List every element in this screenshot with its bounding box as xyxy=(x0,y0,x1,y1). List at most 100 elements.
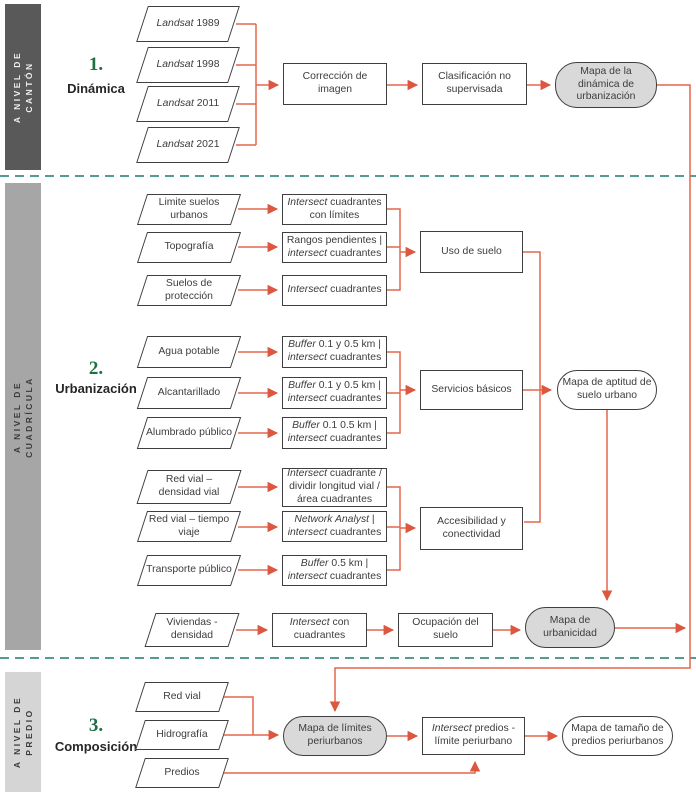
node-label: Buffer 0.5 km | intersect cuadrantes xyxy=(287,557,382,582)
node-label: Agua potable xyxy=(158,345,220,357)
node-label: Limite suelos urbanos xyxy=(158,196,220,221)
node-label: Accesibilidad y conectividad xyxy=(437,515,506,540)
process-uso-de-suelo: Uso de suelo xyxy=(420,231,523,273)
section-title-dinamica: Dinámica xyxy=(67,81,125,96)
wire-uso-collector xyxy=(387,208,401,291)
section-title-composicion: Composición xyxy=(54,739,138,754)
process-correccion-imagen: Corrección de imagen xyxy=(283,63,387,105)
node-label: Landsat 1998 xyxy=(156,58,220,70)
node-label: Predios xyxy=(164,766,200,778)
node-label: Red vial xyxy=(163,690,201,702)
process-buffer-alcantarillado: Buffer 0.1 y 0.5 km | intersect cuadrant… xyxy=(282,377,387,409)
input-landsat-2021: Landsat 2021 xyxy=(142,127,234,163)
sidebar-line: CANTÓN xyxy=(24,61,34,113)
process-accesibilidad: Accesibilidad y conectividad xyxy=(420,507,523,550)
sidebar-line: PREDIO xyxy=(24,708,34,756)
node-label: Hidrografía xyxy=(156,728,208,740)
node-label: Buffer 0.1 y 0.5 km | intersect cuadrant… xyxy=(287,339,382,363)
input-alumbrado: Alumbrado público xyxy=(142,417,236,449)
wire-redvial-merge xyxy=(224,696,254,735)
input-agua-potable: Agua potable xyxy=(142,336,236,368)
node-label: Ocupación del suelo xyxy=(412,617,479,641)
node-label: Uso de suelo xyxy=(441,245,502,257)
node-label: Buffer 0.1 0.5 km | intersect cuadrantes xyxy=(287,420,382,444)
process-intersect-dividir: Intersect cuadrante / dividir longitud v… xyxy=(282,468,387,507)
node-label: Mapa de la dinámica de urbanización xyxy=(576,65,636,103)
wire-uso-accesibilidad-merge xyxy=(523,251,541,523)
node-label: Transporte público xyxy=(146,564,232,576)
node-label: Mapa de límites periurbanos xyxy=(298,723,372,747)
sidebar-line: A NIVEL DE xyxy=(12,695,22,769)
output-mapa-dinamica: Mapa de la dinámica de urbanización xyxy=(555,62,657,108)
sidebar-canton-label: A NIVEL DE CANTÓN xyxy=(12,51,34,123)
wire-servicios-collector xyxy=(387,351,401,434)
node-label: Alcantarillado xyxy=(157,386,221,398)
node-label: Corrección de imagen xyxy=(302,71,368,95)
sidebar-predio-label: A NIVEL DE PREDIO xyxy=(12,696,34,768)
process-buffer-transporte: Buffer 0.5 km | intersect cuadrantes xyxy=(282,555,387,586)
output-mapa-limites: Mapa de límites periurbanos xyxy=(283,716,387,756)
input-predios: Predios xyxy=(140,758,224,788)
sidebar-cuadricula-label: A NIVEL DE CUADRÍCULA xyxy=(12,376,34,458)
process-intersect-cuadrantes: Intersect cuadrantes xyxy=(282,275,387,306)
wire-accesibilidad-collector xyxy=(387,486,401,571)
process-rangos-pendientes: Rangos pendientes | intersect cuadrantes xyxy=(282,232,387,263)
node-label: Intersect cuadrantes con límites xyxy=(287,196,382,221)
node-label: Buffer 0.1 y 0.5 km | intersect cuadrant… xyxy=(287,380,382,404)
node-label: Landsat 1989 xyxy=(156,17,220,29)
process-ocupacion-suelo: Ocupación del suelo xyxy=(398,613,493,647)
input-hidrografia: Hidrografía xyxy=(140,720,224,750)
process-network-analyst: Network Analyst | intersect cuadrantes xyxy=(282,511,387,542)
input-landsat-1989: Landsat 1989 xyxy=(142,6,234,42)
process-buffer-agua: Buffer 0.1 y 0.5 km | intersect cuadrant… xyxy=(282,336,387,368)
node-label: Intersect cuadrante / dividir longitud v… xyxy=(287,468,382,505)
process-intersect-con-cuadrantes: Intersect con cuadrantes xyxy=(272,613,367,647)
process-servicios-basicos: Servicios básicos xyxy=(420,370,523,410)
node-label: Rangos pendientes | intersect cuadrantes xyxy=(286,234,383,259)
node-label: Intersect con cuadrantes xyxy=(289,617,350,641)
node-label: Clasificación no supervisada xyxy=(438,71,511,95)
input-redvial-densidad: Red vial – densidad vial xyxy=(142,470,236,504)
node-label: Topografía xyxy=(164,241,214,253)
node-label: Viviendas - densidad xyxy=(166,617,218,641)
sidebar-predio: A NIVEL DE PREDIO xyxy=(5,672,41,792)
node-label: Mapa de urbanicidad xyxy=(543,614,597,639)
node-label: Suelos de protección xyxy=(165,277,213,302)
sidebar-cuadricula: A NIVEL DE CUADRÍCULA xyxy=(5,183,41,650)
input-viviendas: Viviendas - densidad xyxy=(150,613,234,647)
section-number-2: 2. xyxy=(88,358,104,379)
process-intersect-limites: Intersect cuadrantes con límites xyxy=(282,194,387,225)
node-label: Red vial – densidad vial xyxy=(158,474,220,498)
sidebar-line: CUADRÍCULA xyxy=(24,375,34,458)
input-red-vial: Red vial xyxy=(140,682,224,712)
output-mapa-urbanicidad: Mapa de urbanicidad xyxy=(525,607,615,648)
input-landsat-1998: Landsat 1998 xyxy=(142,47,234,83)
input-transporte: Transporte público xyxy=(142,555,236,586)
node-label: Mapa de tamaño de predios periurbanos xyxy=(571,723,664,747)
input-alcantarillado: Alcantarillado xyxy=(142,377,236,409)
output-mapa-aptitud: Mapa de aptitud de suelo urbano xyxy=(557,370,657,410)
node-label: Mapa de aptitud de suelo urbano xyxy=(562,377,652,401)
node-label: Servicios básicos xyxy=(431,383,512,395)
section-number-1: 1. xyxy=(88,54,104,75)
sidebar-line: A NIVEL DE xyxy=(12,50,22,124)
wire-predios-to-intersect xyxy=(224,760,481,774)
process-buffer-alumbrado: Buffer 0.1 0.5 km | intersect cuadrantes xyxy=(282,417,387,449)
process-intersect-predios: Intersect predios - límite periurbano xyxy=(422,717,525,755)
output-mapa-tamano: Mapa de tamaño de predios periurbanos xyxy=(562,716,673,756)
node-label: Intersect predios - límite periurbano xyxy=(431,723,516,747)
process-clasificacion: Clasificación no supervisada xyxy=(422,63,527,105)
sidebar-canton: A NIVEL DE CANTÓN xyxy=(5,4,41,170)
input-redvial-tiempo: Red vial – tiempo viaje xyxy=(142,511,236,542)
section-title-urbanizacion: Urbanización xyxy=(55,381,137,396)
node-label: Network Analyst | intersect cuadrantes xyxy=(287,513,382,538)
input-landsat-2011: Landsat 2011 xyxy=(142,86,234,122)
node-label: Landsat 2021 xyxy=(156,138,220,150)
sidebar-line: A NIVEL DE xyxy=(12,380,22,453)
node-label: Landsat 2011 xyxy=(156,97,220,109)
section-number-3: 3. xyxy=(88,715,104,736)
input-suelos-proteccion: Suelos de protección xyxy=(142,275,236,306)
input-limite-suelos: Limite suelos urbanos xyxy=(142,194,236,225)
node-label: Red vial – tiempo viaje xyxy=(148,513,230,538)
